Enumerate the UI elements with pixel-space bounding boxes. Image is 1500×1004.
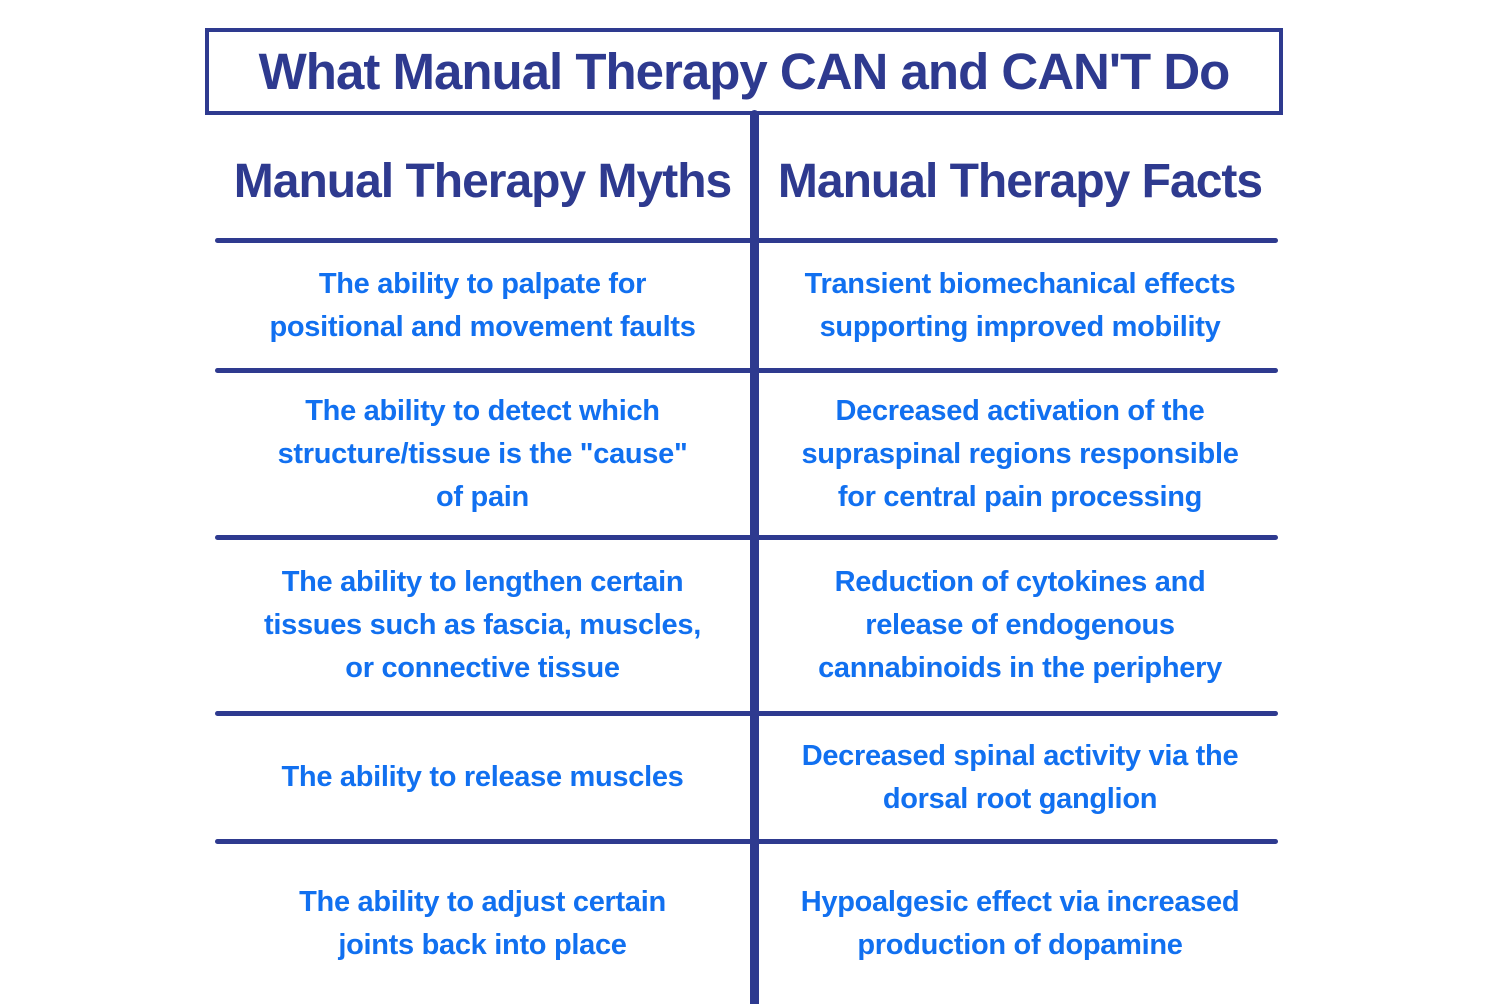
myth-cell: The ability to palpate for positional an… — [215, 243, 750, 368]
myths-header: Manual Therapy Myths — [215, 125, 750, 238]
fact-text: Decreased spinal activity via the dorsal… — [801, 739, 1239, 815]
myth-cell: The ability to release muscles — [215, 716, 750, 839]
row-divider — [215, 711, 1278, 716]
facts-header-label: Manual Therapy Facts — [777, 155, 1263, 208]
myth-text: The ability to release muscles — [281, 761, 684, 793]
page-title: What Manual Therapy CAN and CAN'T Do — [258, 43, 1231, 100]
fact-text: Transient biomechanical effects supporti… — [804, 267, 1236, 343]
row-divider — [215, 839, 1278, 844]
facts-header: Manual Therapy Facts — [755, 125, 1285, 238]
myth-cell: The ability to detect which structure/ti… — [215, 373, 750, 535]
myth-text: The ability to lengthen certain tissues … — [264, 566, 701, 684]
myth-cell: The ability to adjust certain joints bac… — [215, 844, 750, 1004]
fact-cell: Reduction of cytokines and release of en… — [755, 540, 1285, 711]
fact-cell: Transient biomechanical effects supporti… — [755, 243, 1285, 368]
fact-cell: Hypoalgesic effect via increased product… — [755, 844, 1285, 1004]
fact-cell: Decreased spinal activity via the dorsal… — [755, 716, 1285, 839]
fact-text: Decreased activation of the supraspinal … — [801, 394, 1239, 513]
title-box: What Manual Therapy CAN and CAN'T Do — [205, 28, 1283, 115]
row-divider — [215, 368, 1278, 373]
myth-text: The ability to palpate for positional an… — [269, 267, 696, 343]
myths-header-label: Manual Therapy Myths — [233, 155, 732, 208]
header-underline — [215, 238, 1278, 243]
fact-text: Reduction of cytokines and release of en… — [818, 566, 1222, 684]
fact-text: Hypoalgesic effect via increased product… — [800, 886, 1240, 961]
myth-text: The ability to detect which structure/ti… — [277, 394, 688, 513]
column-divider — [750, 110, 759, 1004]
row-divider — [215, 535, 1278, 540]
myth-cell: The ability to lengthen certain tissues … — [215, 540, 750, 711]
myth-text: The ability to adjust certain joints bac… — [299, 886, 666, 961]
fact-cell: Decreased activation of the supraspinal … — [755, 373, 1285, 535]
